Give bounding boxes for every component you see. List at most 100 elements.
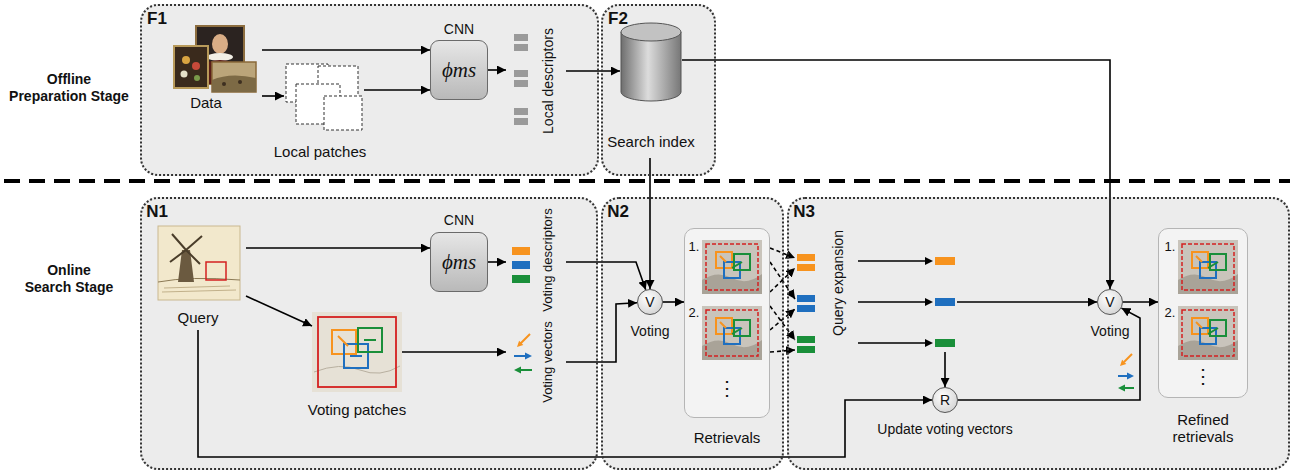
rotated-label: Voting descriptors: [541, 208, 556, 311]
voting-patch-artwork: [338, 336, 348, 346]
flow-arrow: [663, 301, 684, 303]
stage-label: Offline Preparation Stage: [8, 71, 131, 105]
data-collection: Data: [168, 22, 262, 114]
retrieval-thumbnails: [1178, 306, 1238, 360]
updated-vector-icons: [1120, 360, 1126, 366]
panel-fill: [140, 4, 1290, 470]
flow-arrow: [663, 302, 684, 303]
item-label: Search index: [607, 133, 695, 150]
vector-set: Voting vectors: [506, 316, 566, 408]
retrieval-thumbnails: [702, 240, 762, 294]
circle-letter: V: [645, 294, 654, 310]
rank-number: 1.: [689, 240, 700, 255]
voting-circle: V Voting: [626, 287, 674, 343]
expansion-bars: [935, 339, 955, 347]
local-patch-frames: [324, 96, 362, 130]
flow-arrow: [262, 50, 430, 51]
flow-arrow: [566, 262, 646, 290]
item-label: Voting: [631, 323, 670, 339]
stage-panel: N3Query expansionVVotingRUpdate voting v…: [787, 197, 1290, 470]
descriptor-bars: [514, 80, 528, 87]
flow-arrow: [262, 49, 430, 51]
cnn-label: CNN: [444, 21, 474, 37]
item-label: Voting patches: [308, 401, 406, 418]
rotated-label: Query expansion: [830, 230, 846, 336]
descriptor-bars: [514, 118, 528, 125]
data-artworks: [194, 75, 200, 81]
voting-vector-icons: [520, 334, 530, 344]
voting-vector-icons: [514, 334, 532, 374]
query-image: Query: [154, 222, 246, 330]
item-label: Refined retrievals: [1160, 411, 1246, 446]
item-label: Data: [190, 94, 222, 111]
voting-vector-icons: [525, 353, 532, 360]
flow-arrow: [262, 95, 284, 97]
descriptor-bars: [514, 70, 528, 77]
query-artwork: [158, 278, 240, 282]
flow-arrow: [364, 90, 430, 91]
query-artwork: [206, 262, 226, 280]
query-artwork: [158, 226, 240, 300]
voting-patch-artwork: [312, 312, 402, 392]
stage-panel: N2VVoting1.2.⋮Retrievals: [601, 197, 784, 470]
cnn-label: CNN: [444, 212, 474, 228]
flow-arrow: [488, 70, 506, 71]
expansion-bars: [797, 264, 815, 271]
panel-fill: [601, 4, 716, 176]
ellipsis: ⋮: [717, 377, 737, 400]
flow-arrow: [1123, 302, 1158, 303]
data-artworks: [182, 56, 190, 64]
descriptor-bars: [514, 34, 528, 41]
item-label: Update voting vectors: [877, 421, 1012, 437]
stage-panel: N1QueryCNNϕmsVoting patchesVoting descri…: [140, 197, 598, 470]
expansion-arrows: [858, 257, 933, 347]
panel-label: N2: [607, 202, 629, 222]
flow-arrow: [262, 96, 284, 97]
panel-label: F1: [147, 9, 167, 29]
data-artworks: [207, 53, 233, 61]
item-label: Local patches: [274, 143, 367, 160]
expansion-bars: [797, 295, 815, 302]
expansion-bars: [797, 254, 815, 261]
result-list: 1.2.⋮Refined retrievals: [1154, 226, 1252, 452]
flow-arrow: [488, 261, 506, 263]
flow-arrow: [566, 70, 620, 72]
expansion-bars: [797, 254, 955, 353]
flow-arrow: [198, 330, 932, 457]
data-artworks: [238, 80, 242, 84]
panel-fill: [787, 197, 1290, 470]
flow-arrow: [682, 60, 1110, 289]
updated-vector-icons: [1124, 354, 1132, 362]
flow-arrow: [364, 89, 430, 91]
flow-arrow: [1123, 301, 1158, 303]
expansion-bars: [935, 298, 955, 306]
circle-letter: R: [940, 392, 950, 408]
flow-arrow: [957, 302, 1097, 303]
flow-arrow: [402, 352, 506, 353]
panel-label: F2: [608, 9, 628, 29]
data-artworks: [192, 62, 200, 70]
patch-set: Local patches: [268, 58, 372, 166]
flow-arrow: [488, 262, 506, 263]
flow-arrow: [958, 308, 1140, 400]
voting-patch-artwork: [318, 317, 396, 387]
panel-fill: [684, 228, 770, 418]
panel-fill: [601, 197, 784, 470]
descriptor-bars: [514, 108, 528, 115]
flow-arrow: [566, 71, 620, 72]
stage-panel: F1DataLocal patchesCNNϕmsLocal descripto…: [140, 4, 599, 176]
data-artworks: [212, 75, 256, 92]
voting-descriptor-bars: [512, 247, 530, 283]
flow-arrow: [944, 352, 946, 387]
expansion-arrows: [925, 298, 933, 306]
updated-vector-icons: [1118, 385, 1125, 392]
cnn-symbol: ϕms: [442, 58, 476, 82]
item-label: Query: [178, 309, 219, 326]
voting-vector-icons: [514, 355, 526, 357]
retrieval-thumbnails: [702, 306, 762, 360]
updated-vector-icons: [1124, 387, 1134, 389]
rank-number: 2.: [1165, 306, 1176, 321]
panel-fill: [140, 197, 598, 470]
patch-set-shape: [284, 62, 364, 134]
voting-descriptor-bars: [512, 247, 530, 255]
